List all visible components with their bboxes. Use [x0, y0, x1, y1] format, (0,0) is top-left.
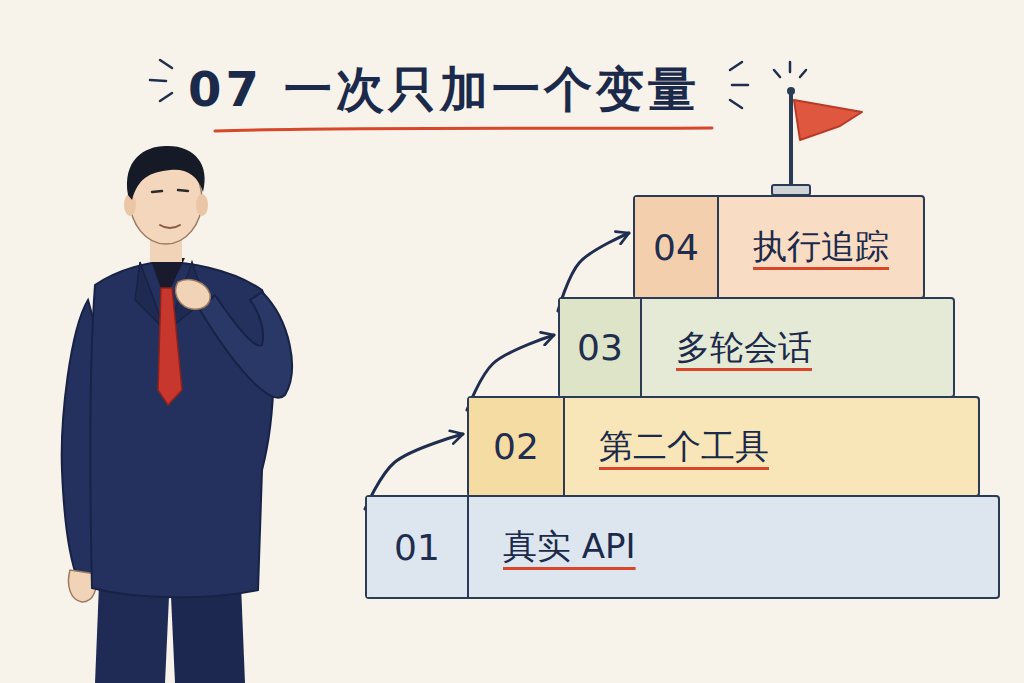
goal-flag-part [772, 185, 810, 195]
person-figure-part [200, 292, 292, 398]
goal-flag [772, 87, 862, 195]
step-block: 02第二个工具 [467, 396, 980, 497]
sparkle-marks-part [150, 80, 166, 81]
title-underline-part [215, 128, 712, 131]
person-figure-part [158, 288, 182, 405]
sparkle-marks-part [730, 62, 742, 70]
sparkle-marks-part [160, 93, 172, 101]
step-number: 03 [560, 299, 642, 396]
person-figure-part [196, 194, 208, 216]
sparkle-marks-part [732, 84, 748, 87]
sparkle-marks-part [160, 60, 172, 68]
person-figure-part [152, 191, 162, 192]
sparkle-marks-part [730, 100, 742, 108]
step-label: 多轮会话 [642, 299, 812, 396]
step-block: 04执行追踪 [633, 195, 925, 299]
step-block: 01真实 API [365, 495, 1000, 599]
person-figure [62, 146, 292, 683]
step-number: 02 [469, 398, 565, 495]
sparkle-marks-part [800, 70, 806, 77]
person-figure-part [90, 262, 274, 597]
goal-flag-part [794, 100, 862, 140]
person-figure-part [160, 225, 180, 228]
page-title: 07 一次只加一个变量 [188, 58, 700, 122]
step-label: 执行追踪 [719, 197, 889, 297]
step-label: 真实 API [469, 497, 636, 597]
step-number: 01 [367, 497, 469, 597]
goal-flag-part [787, 87, 795, 95]
step-number: 04 [635, 197, 719, 297]
step-label: 第二个工具 [565, 398, 769, 495]
sparkle-marks-part [774, 70, 780, 77]
person-figure-part [176, 280, 211, 310]
person-figure-part [127, 146, 205, 200]
person-figure-part [178, 190, 188, 191]
step-block: 03多轮会话 [558, 297, 955, 398]
title-underline [215, 128, 712, 131]
goal-flag-part [789, 92, 793, 186]
sparkle-marks-part [789, 62, 792, 72]
